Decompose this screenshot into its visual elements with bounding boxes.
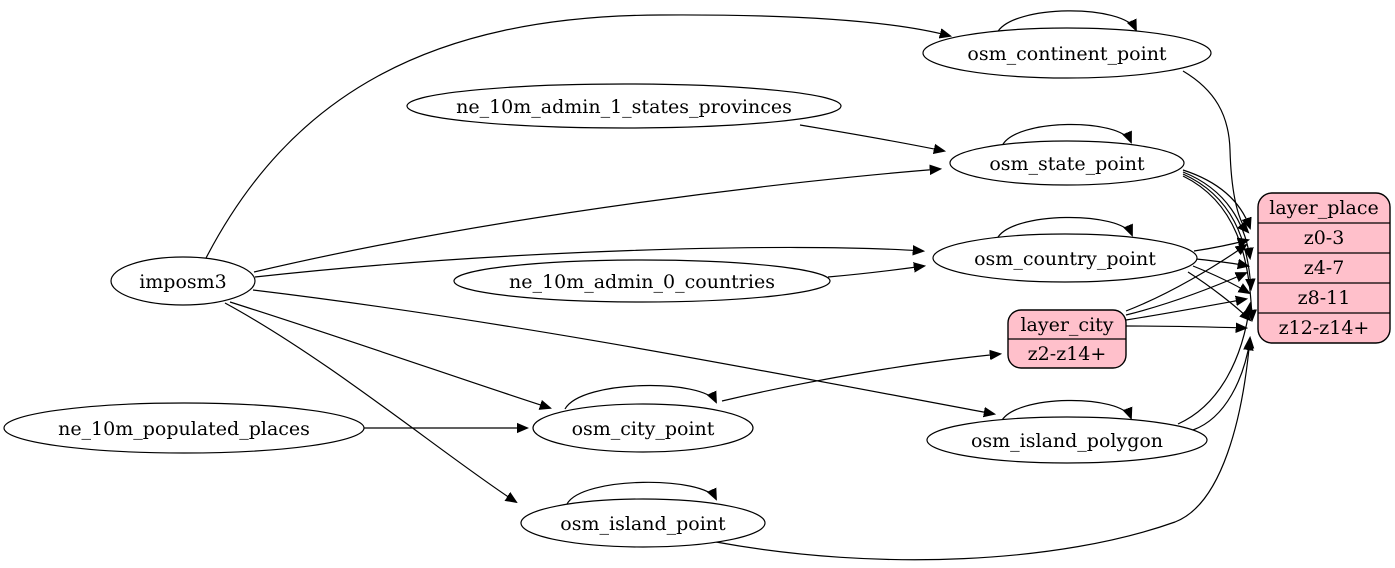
layer_place-row-z8-11: z8-11 (1298, 287, 1351, 309)
osm_island_point-label: osm_island_point (560, 513, 726, 535)
osm_state_point-label: osm_state_point (989, 153, 1145, 175)
edge-osm_city_point-layer_place-z0-3 (1125, 245, 1246, 312)
node-osm_state_point: osm_state_point (949, 140, 1185, 186)
ne_10m_admin_1_states_provinces-label: ne_10m_admin_1_states_provinces (456, 96, 792, 118)
record-layer_city: layer_city z2-z14+ (1007, 309, 1127, 369)
layer_city-title: layer_city (1020, 314, 1113, 336)
node-osm_island_point: osm_island_point (520, 498, 766, 548)
node-osm_continent_point: osm_continent_point (922, 27, 1212, 79)
osm_island_polygon-label: osm_island_polygon (971, 430, 1163, 452)
edge-layer (204, 10, 1252, 561)
layer_place-row-z12-z14: z12-z14+ (1279, 317, 1370, 339)
node-osm_city_point: osm_city_point (532, 403, 754, 453)
ne_10m_populated_places-label: ne_10m_populated_places (58, 418, 310, 440)
node-ne_10m_admin_0_countries: ne_10m_admin_0_countries (453, 259, 831, 303)
edge-imposm3-osm_state_point (253, 169, 940, 273)
edge-osm_state_point-layer_place-z12-z14 (1182, 175, 1252, 320)
layer_place-box (1257, 192, 1391, 344)
layer_city-row-z2-z14: z2-z14+ (1028, 343, 1107, 365)
osm_city_point-label: osm_city_point (572, 418, 715, 440)
self-loop-osm_island_polygon (1000, 399, 1131, 423)
layer_place-row-z4-7: z4-7 (1304, 257, 1345, 279)
edge-ne_10m_admin_1_states_provinces-osm_state_point (799, 124, 944, 151)
layer_place-row-z0-3: z0-3 (1304, 227, 1345, 249)
edge-osm_island_polygon-layer_place-z8-11 (1177, 304, 1250, 425)
layer_place-title: layer_place (1269, 197, 1378, 219)
osm_continent_point-label: osm_continent_point (967, 43, 1167, 65)
record-layer_place: layer_place z0-3 z4-7 z8-11 z12-z14+ (1257, 192, 1391, 344)
osm_city_point-shape (532, 403, 754, 453)
edge-osm_state_point-layer_place-z0-3 (1182, 169, 1250, 228)
osm_country_point-shape (932, 233, 1198, 283)
edge-osm_island_polygon-layer_place-z12-z14 (1192, 340, 1250, 431)
osm_island_point-shape (520, 498, 766, 548)
self-loop-osm_city_point (564, 385, 716, 410)
edge-osm_state_point-layer_place-z8-11 (1182, 173, 1251, 289)
edge-osm_state_point-layer_place-z4-7 (1182, 171, 1250, 258)
edge-osm_city_point-layer_place-z12-z14 (1125, 326, 1246, 328)
self-loop-osm_continent_point (996, 10, 1136, 34)
node-osm_country_point: osm_country_point (932, 233, 1198, 283)
ne_10m_admin_0_countries-label: ne_10m_admin_0_countries (509, 271, 775, 293)
ne_10m_populated_places-shape (3, 402, 365, 454)
ne_10m_admin_1_states_provinces-shape (406, 83, 842, 129)
osm_island_polygon-shape (926, 416, 1208, 464)
imposm3-shape (110, 256, 256, 306)
edge-osm_country_point-layer_place-z8-11 (1192, 265, 1249, 293)
edge-imposm3-osm_island_point (224, 302, 516, 502)
edge-osm_island_point-layer_place-z12-z14 (715, 338, 1250, 561)
edge-osm_city_point-layer_place-z4-7 (1125, 273, 1246, 316)
edge-osm_country_point-layer_place-z12-z14 (1187, 271, 1250, 320)
edge-osm_city_point-layer_city-z2-z14 (721, 354, 1000, 402)
edge-imposm3-osm_island_polygon (252, 289, 994, 414)
node-ne_10m_populated_places: ne_10m_populated_places (3, 402, 365, 454)
edge-osm_continent_point-layer_place-z0-3 (1182, 70, 1248, 232)
edge-imposm3-osm_country_point (254, 247, 923, 278)
osm_state_point-shape (949, 140, 1185, 186)
ne_10m_admin_0_countries-shape (453, 259, 831, 303)
osm_continent_point-shape (922, 27, 1212, 79)
edge-ne_10m_admin_0_countries-osm_country_point (827, 266, 924, 278)
edge-osm_city_point-layer_place-z8-11 (1125, 299, 1246, 321)
edge-imposm3-osm_continent_point (204, 14, 950, 261)
node-ne_10m_admin_1_states_provinces: ne_10m_admin_1_states_provinces (406, 83, 842, 129)
self-loop-osm_island_point (566, 481, 716, 505)
node-imposm3: imposm3 (110, 256, 256, 306)
edge-imposm3-osm_city_point (229, 301, 550, 408)
imposm3-label: imposm3 (139, 271, 227, 293)
self-loop-osm_country_point (996, 216, 1132, 240)
node-osm_island_polygon: osm_island_polygon (926, 416, 1208, 464)
self-loop-osm_state_point (1001, 123, 1131, 147)
osm_country_point-label: osm_country_point (974, 248, 1156, 270)
edge-osm_country_point-layer_place-z4-7 (1195, 258, 1248, 266)
edge-osm_country_point-layer_place-z0-3 (1193, 240, 1248, 252)
